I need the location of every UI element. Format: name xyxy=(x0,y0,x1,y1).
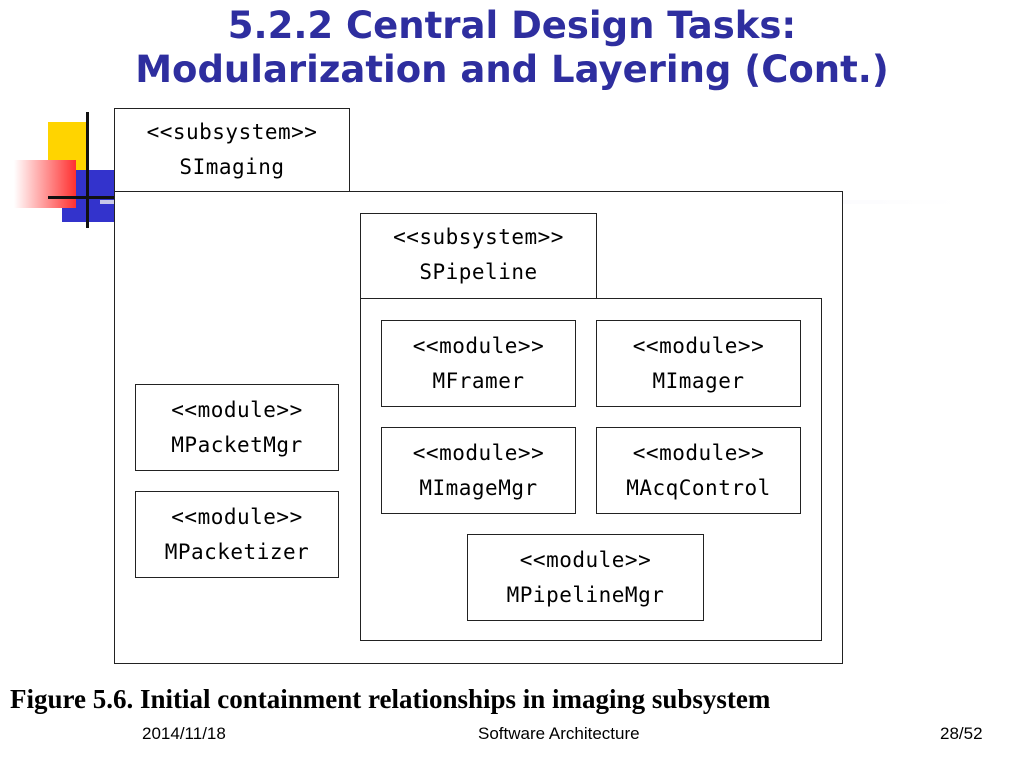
module-mimager: <<module>> MImager xyxy=(596,320,801,407)
module-stereotype: <<module>> xyxy=(412,333,545,358)
module-name: MFramer xyxy=(432,368,525,393)
spipeline-subsystem-tab: <<subsystem>> SPipeline xyxy=(360,213,597,299)
deco-horizontal-line xyxy=(48,196,118,199)
title-line-2: Modularization and Layering (Cont.) xyxy=(135,48,889,91)
module-stereotype: <<module>> xyxy=(632,333,765,358)
module-stereotype: <<module>> xyxy=(412,440,545,465)
spipeline-stereotype: <<subsystem>> xyxy=(393,225,564,249)
simaging-stereotype: <<subsystem>> xyxy=(146,120,318,144)
simaging-subsystem-tab: <<subsystem>> SImaging xyxy=(114,108,350,192)
module-name: MImageMgr xyxy=(419,475,538,500)
module-stereotype: <<module>> xyxy=(632,440,765,465)
title-line-1: 5.2.2 Central Design Tasks: xyxy=(227,4,797,47)
footer-title: Software Architecture xyxy=(478,724,640,743)
module-name: MPacketMgr xyxy=(171,432,303,457)
deco-vertical-line xyxy=(86,112,89,228)
module-mframer: <<module>> MFramer xyxy=(381,320,576,407)
module-mpacketmgr: <<module>> MPacketMgr xyxy=(135,384,339,471)
module-macqcontrol: <<module>> MAcqControl xyxy=(596,427,801,514)
module-name: MPipelineMgr xyxy=(506,582,665,607)
module-stereotype: <<module>> xyxy=(171,397,303,422)
module-name: MPacketizer xyxy=(164,539,310,564)
simaging-name: SImaging xyxy=(179,155,285,179)
spipeline-name: SPipeline xyxy=(419,260,538,284)
module-name: MAcqControl xyxy=(626,475,771,500)
module-mpipelinemgr: <<module>> MPipelineMgr xyxy=(467,534,704,621)
footer-date: 2014/11/18 xyxy=(142,724,226,743)
figure-caption: Figure 5.6. Initial containment relation… xyxy=(10,684,771,714)
deco-red-gradient xyxy=(14,160,76,208)
footer-page-number: 28/52 xyxy=(940,724,983,743)
module-name: MImager xyxy=(652,368,745,393)
slide-title: 5.2.2 Central Design Tasks: Modularizati… xyxy=(0,4,1024,92)
module-stereotype: <<module>> xyxy=(519,547,652,572)
module-stereotype: <<module>> xyxy=(171,504,303,529)
module-mimagemgr: <<module>> MImageMgr xyxy=(381,427,576,514)
module-mpacketizer: <<module>> MPacketizer xyxy=(135,491,339,578)
